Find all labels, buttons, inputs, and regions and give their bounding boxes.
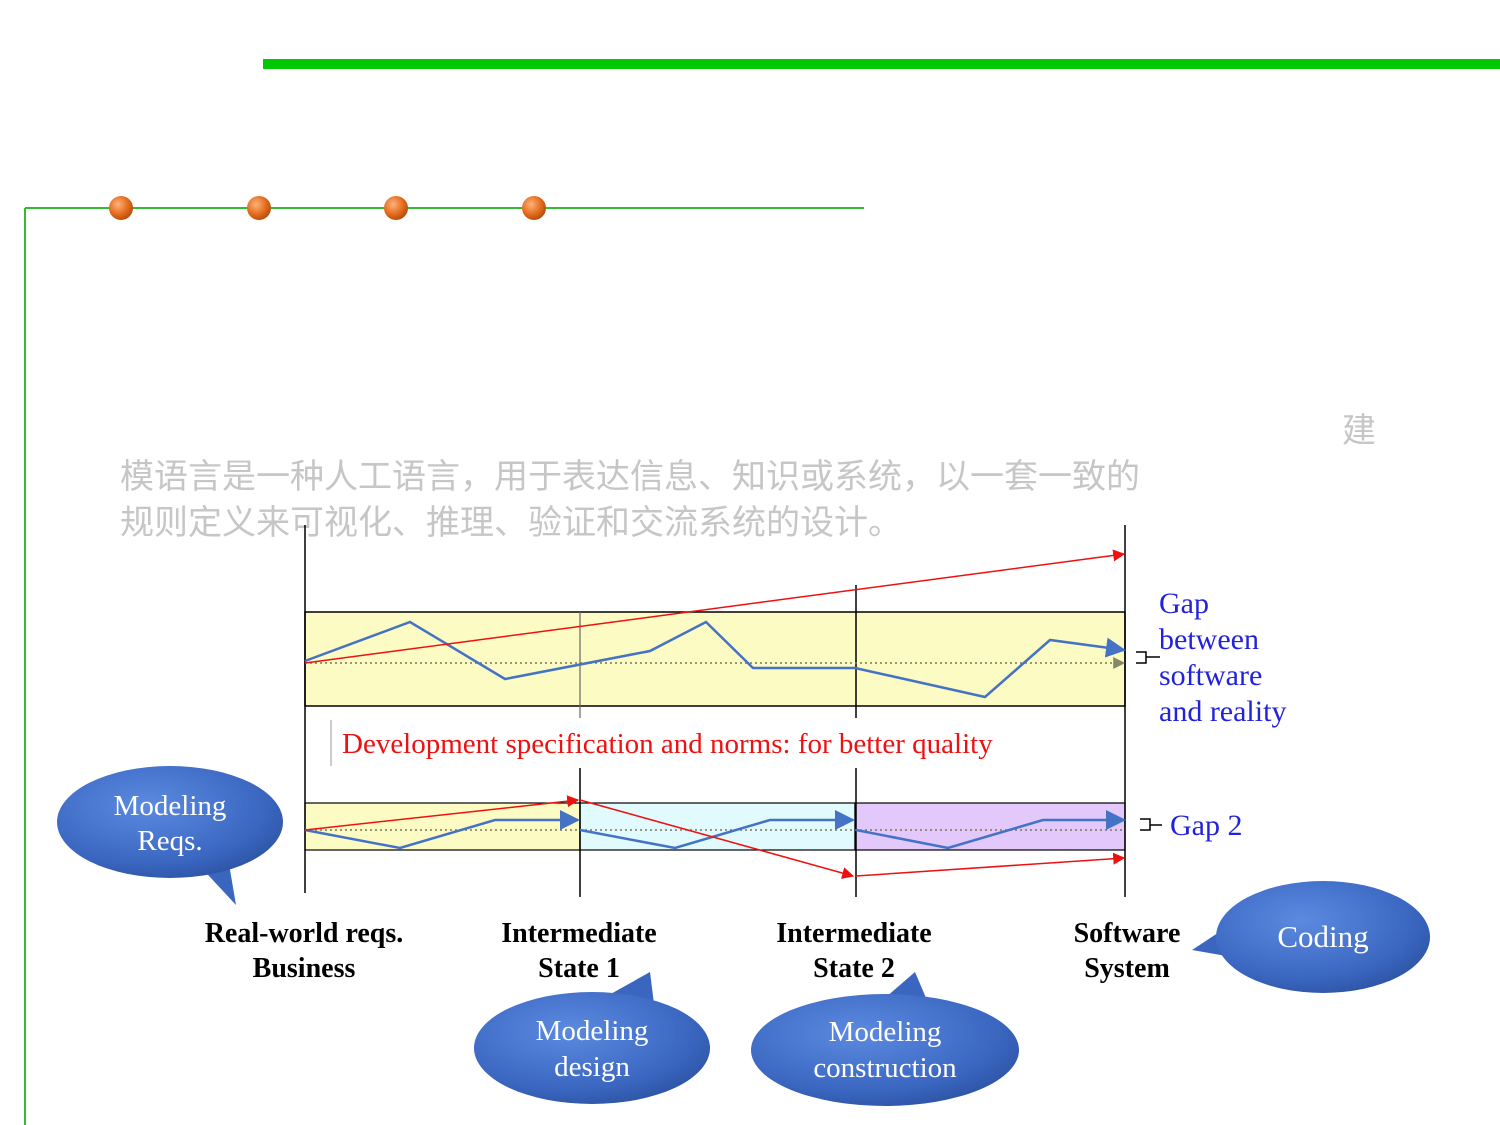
- lower-red-arrow-2: [579, 799, 855, 879]
- lower-band-stage-2: [579, 802, 856, 851]
- orange-dot-3: [384, 196, 408, 220]
- upper-trace: [304, 620, 1126, 699]
- stage-1-label-line-1: Real-world reqs.: [205, 918, 404, 949]
- gap1-label-line-2: between: [1159, 623, 1259, 656]
- orange-dot-2: [247, 196, 271, 220]
- gap1-label-line-3: software: [1159, 659, 1262, 692]
- bubble-design-line-2: design: [554, 1051, 630, 1083]
- bubble-construction-line-2: construction: [813, 1052, 957, 1084]
- orange-dot-4: [522, 196, 546, 220]
- stage-3-label-line-1: Intermediate: [776, 918, 932, 949]
- lower-band-stage-3: [854, 802, 1126, 851]
- stage-2-label-line-1: Intermediate: [501, 918, 657, 949]
- lower-trace-stage-2: [579, 810, 855, 850]
- description-line-2: 模语言是一种人工语言，用于表达信息、知识或系统，以一套一致的: [120, 457, 1140, 497]
- bubble-reqs-line-1: Modeling: [114, 790, 227, 822]
- lower-trace-stage-3: [855, 810, 1126, 850]
- orange-dot-1: [109, 196, 133, 220]
- bubble-reqs-line-2: Reqs.: [137, 825, 202, 857]
- stage-2-label-line-2: State 1: [538, 953, 620, 984]
- bubble-modeling-design: Modeling design: [474, 972, 710, 1104]
- stage-4-label-line-1: Software: [1074, 918, 1181, 949]
- gap1-bracket: [1136, 651, 1160, 664]
- bubble-coding-label: Coding: [1277, 919, 1368, 954]
- gap2-label: Gap 2: [1170, 809, 1242, 842]
- gap1-label-line-1: Gap: [1159, 587, 1209, 620]
- gap2-bracket: [1140, 818, 1162, 831]
- lower-red-arrow-1: [304, 795, 580, 831]
- bubble-design-line-1: Modeling: [536, 1015, 649, 1047]
- bubble-modeling-construction: Modeling construction: [751, 972, 1019, 1106]
- lower-trace-stage-1: [304, 810, 580, 850]
- lower-red-arrow-3: [855, 852, 1126, 877]
- stage-1-label-line-2: Business: [253, 953, 356, 984]
- stage-3-label-line-2: State 2: [813, 953, 895, 984]
- lower-band-stage-1: [304, 802, 581, 851]
- stage-4-label-line-2: System: [1084, 953, 1170, 984]
- bubble-modeling-reqs: Modeling Reqs.: [57, 766, 283, 905]
- bubble-construction-line-1: Modeling: [829, 1016, 942, 1048]
- chinese-description: 建 模语言是一种人工语言，用于表达信息、知识或系统，以一套一致的 规则定义来可视…: [120, 408, 1376, 546]
- spec-note-label: Development specification and norms: for…: [342, 728, 993, 760]
- upper-band: [304, 611, 1126, 707]
- upper-divergence-arrow: [304, 549, 1126, 664]
- gap1-label-line-4: and reality: [1159, 695, 1286, 728]
- description-line-1: 建: [1342, 411, 1376, 451]
- top-green-bar: [263, 59, 1500, 69]
- description-line-3: 规则定义来可视化、推理、验证和交流系统的设计。: [120, 503, 902, 543]
- bubble-coding: Coding: [1192, 881, 1430, 993]
